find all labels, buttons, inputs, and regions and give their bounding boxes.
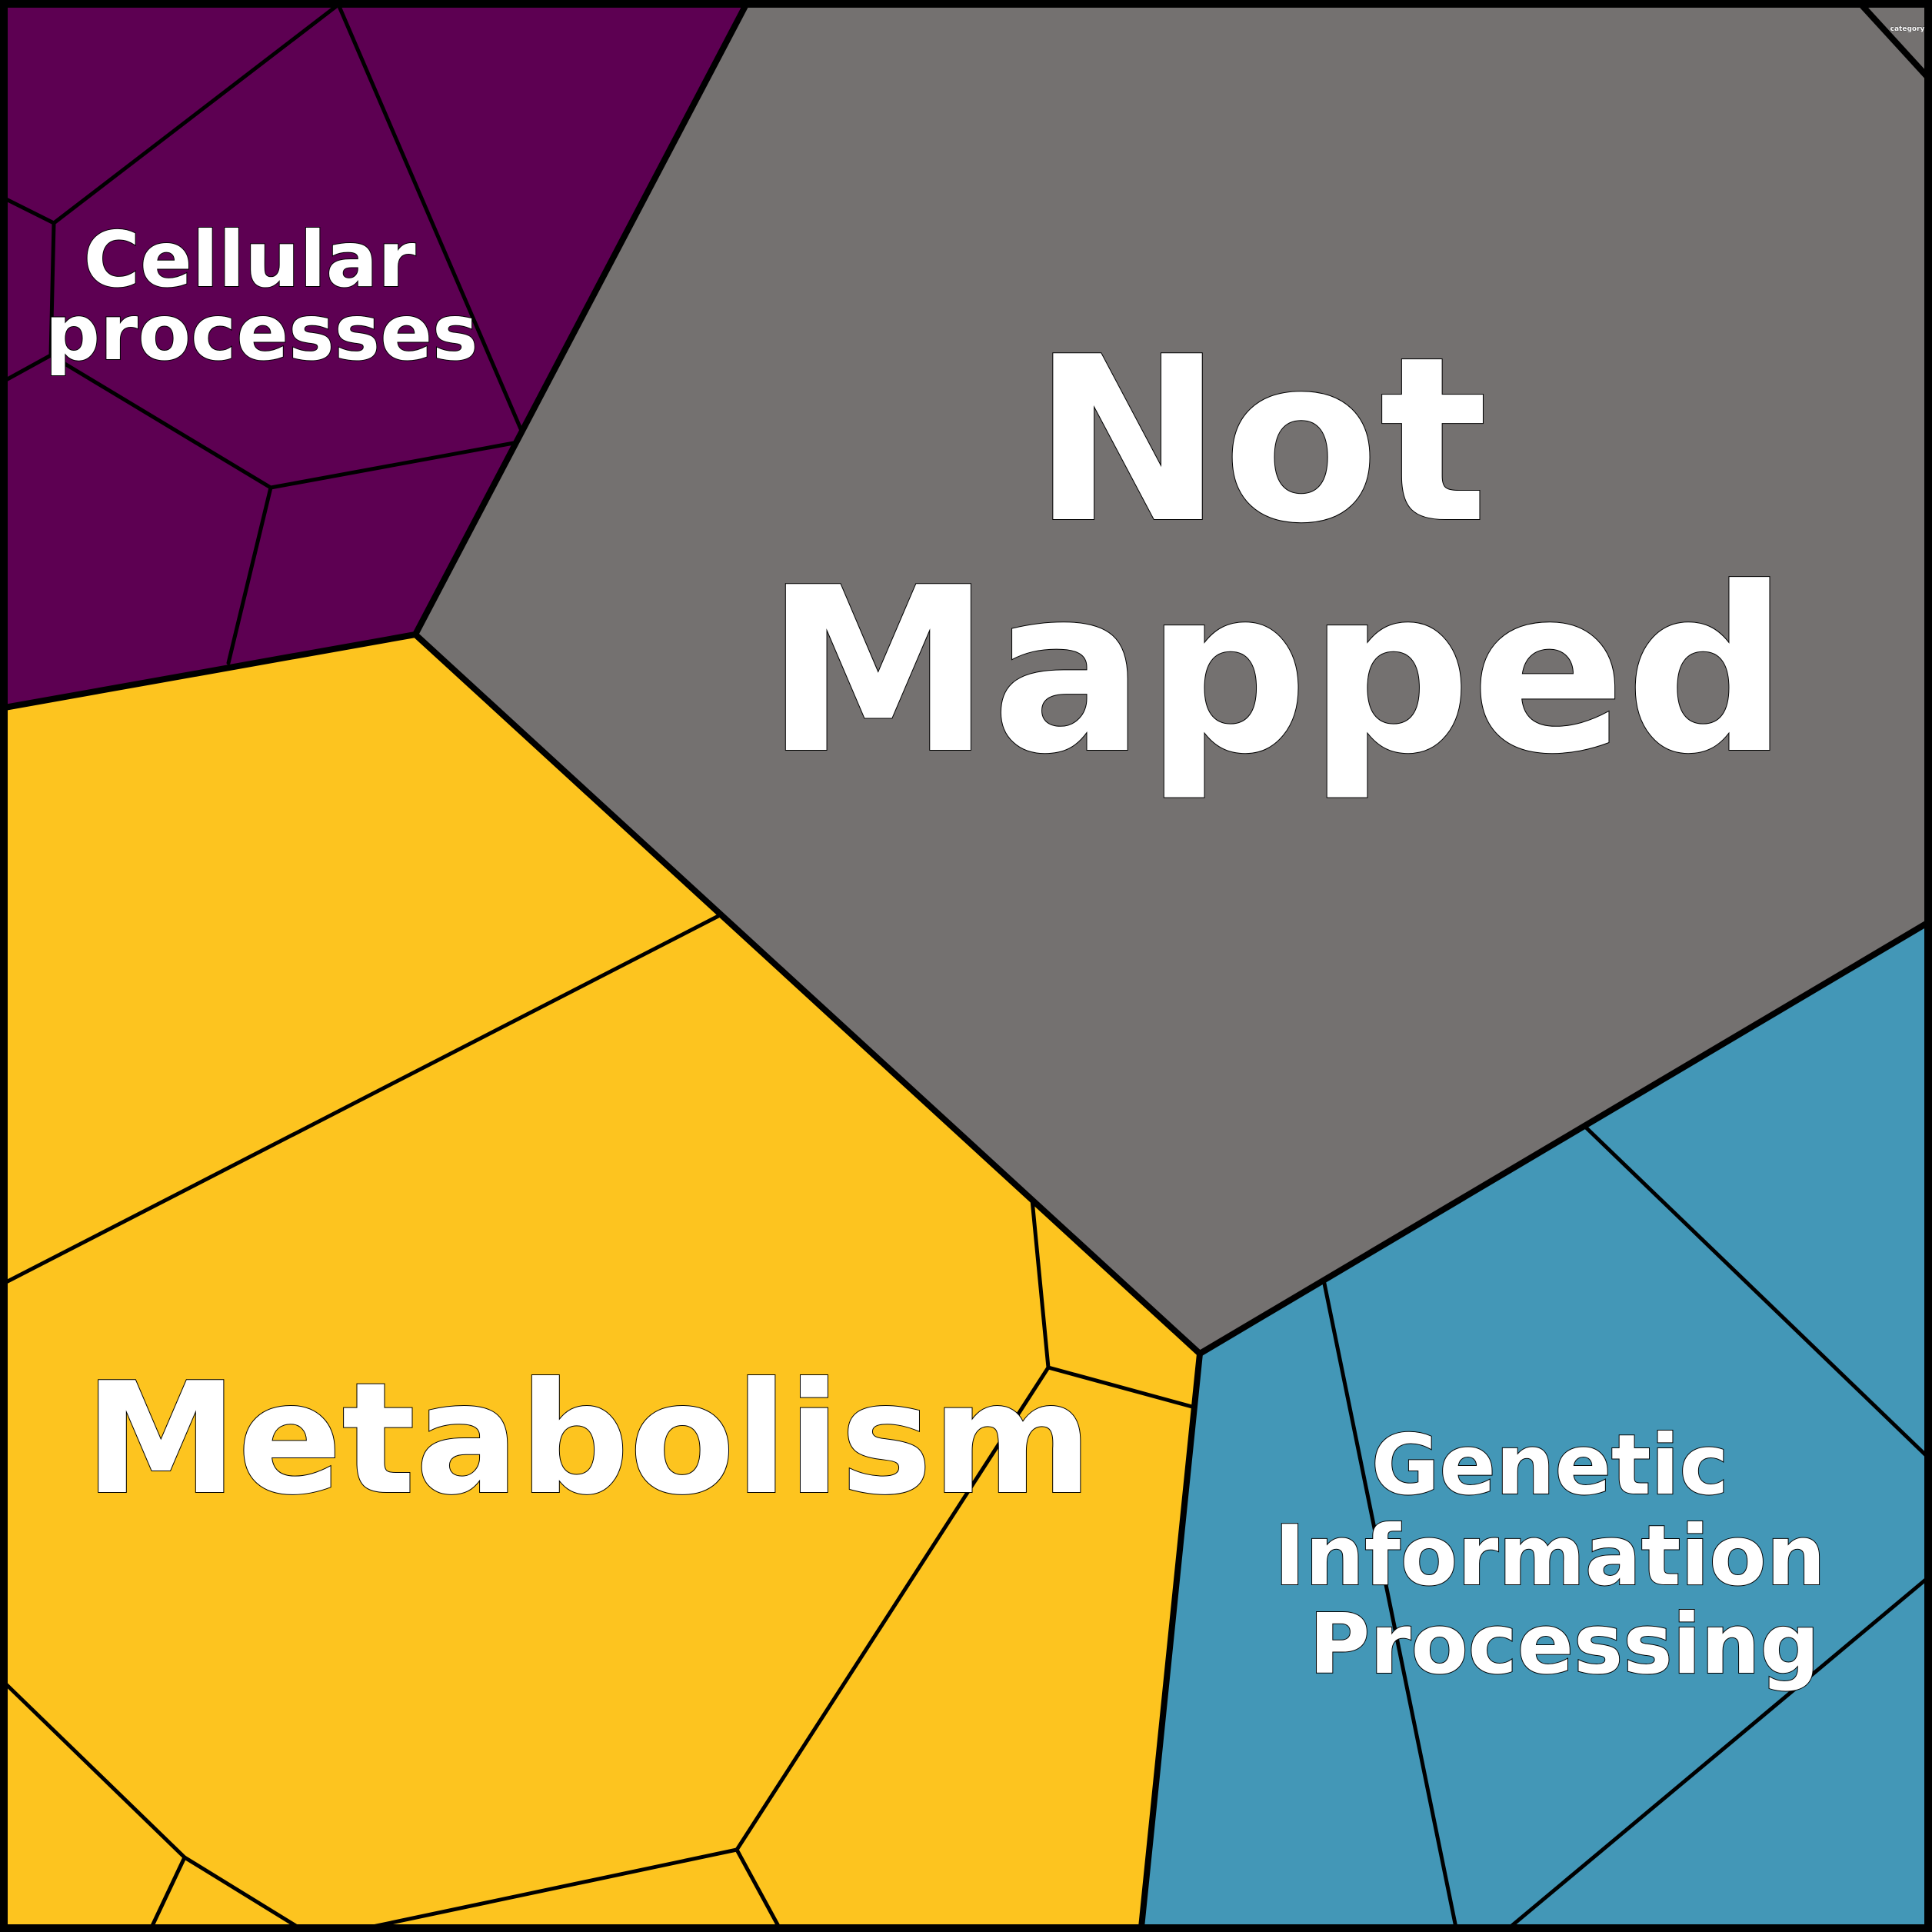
region-metabolism[interactable] (5, 635, 1200, 1927)
region-genetic-information-processing[interactable] (1141, 923, 1927, 1927)
sub-border (1507, 1576, 1930, 1930)
category-cells (5, 5, 1927, 1927)
category-border (412, 631, 1203, 1357)
label-not-mapped: Not Mapped (765, 308, 1789, 804)
region-labels: Not Mapped Metabolism Cellular processes… (44, 25, 1925, 1694)
category-border (1138, 920, 1930, 1930)
label-corner-category: category (1890, 25, 1925, 33)
sub-border (2, 913, 722, 1285)
sub-border (182, 1855, 301, 1930)
category-border (1858, 2, 1930, 80)
region-not-mapped[interactable] (415, 5, 1927, 1354)
sub-border (367, 1847, 739, 1930)
sub-border (1582, 1124, 1930, 1459)
region-cellular-processes[interactable] (5, 5, 746, 708)
sub-border (268, 441, 516, 490)
sub-border (336, 2, 524, 433)
sub-border (1321, 1277, 1458, 1930)
label-metabolism: Metabolism (85, 1350, 1092, 1529)
label-genetic-information-processing: Genetic Information Processing (1274, 1417, 1854, 1693)
label-cellular-processes: Cellular processes (45, 215, 478, 378)
